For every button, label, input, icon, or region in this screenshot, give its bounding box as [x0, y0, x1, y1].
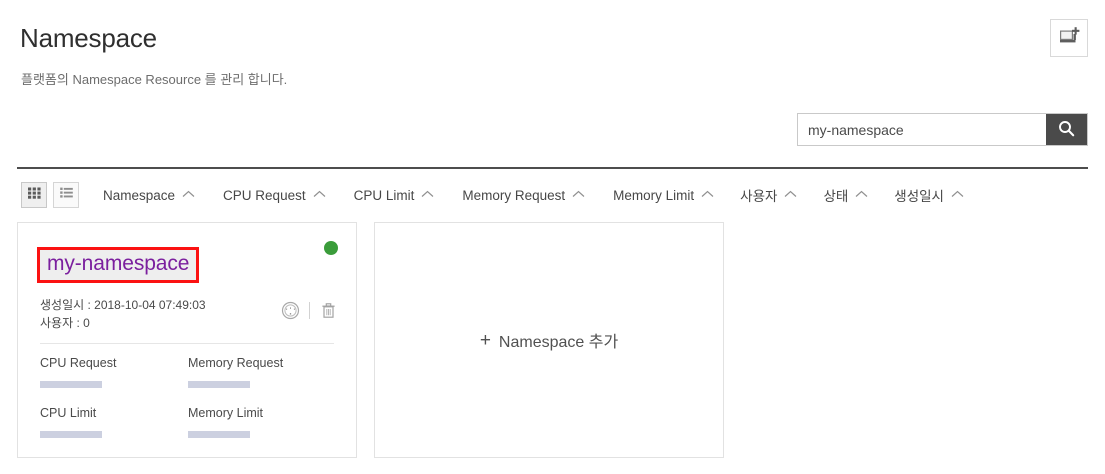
page-title: Namespace — [20, 23, 157, 53]
sort-label: 사용자 — [740, 189, 778, 204]
chevron-up-icon — [421, 190, 434, 201]
sort-memory-limit[interactable]: Memory Limit — [613, 188, 714, 203]
page-subtitle: 플랫폼의 Namespace Resource 를 관리 합니다. — [21, 72, 288, 87]
namespace-card[interactable]: my-namespace 생성일시 : 2018-10-04 07:49:03 … — [17, 222, 357, 458]
sort-label: 생성일시 — [894, 189, 944, 204]
namespace-card-grid: my-namespace 생성일시 : 2018-10-04 07:49:03 … — [17, 222, 724, 458]
metric-memory-request: Memory Request — [188, 356, 336, 388]
chevron-up-icon — [572, 190, 585, 201]
sort-label: Memory Request — [462, 187, 566, 203]
trash-icon[interactable] — [319, 301, 338, 320]
created-at-text: 생성일시 : 2018-10-04 07:49:03 — [40, 298, 206, 312]
list-view-toggle[interactable] — [53, 182, 79, 208]
add-view-button[interactable] — [1050, 19, 1088, 57]
sort-label: CPU Limit — [353, 187, 415, 203]
action-separator — [309, 302, 310, 319]
add-namespace-card[interactable]: + Namespace 추가 — [374, 222, 724, 458]
grid-icon — [27, 185, 42, 205]
metric-cpu-limit: CPU Limit — [40, 406, 188, 438]
sort-created-at[interactable]: 생성일시 — [894, 185, 964, 205]
gauge-icon[interactable] — [281, 301, 300, 320]
search-input[interactable] — [798, 114, 1046, 145]
metric-bar — [188, 381, 250, 388]
metric-bar — [188, 431, 250, 438]
sort-memory-request[interactable]: Memory Request — [462, 188, 585, 203]
sort-label: Namespace — [103, 187, 176, 203]
search-icon — [1058, 120, 1075, 140]
search-bar — [797, 113, 1088, 146]
metric-label: Memory Request — [188, 356, 284, 370]
sort-cpu-limit[interactable]: CPU Limit — [354, 188, 435, 203]
namespace-title-highlight: my-namespace — [37, 247, 200, 283]
sort-cpu-request[interactable]: CPU Request — [223, 188, 326, 203]
status-badge — [324, 241, 338, 255]
metric-label: CPU Request — [40, 356, 117, 370]
add-namespace-label: Namespace 추가 — [498, 334, 619, 351]
sort-status[interactable]: 상태 — [823, 185, 868, 205]
grid-view-toggle[interactable] — [21, 182, 47, 208]
chevron-up-icon — [951, 190, 964, 201]
monitor-plus-icon — [1058, 25, 1080, 52]
plus-icon: + — [479, 329, 491, 351]
metric-label: CPU Limit — [40, 406, 97, 420]
namespace-name-link[interactable]: my-namespace — [47, 252, 190, 275]
add-namespace-label-wrap: + Namespace 추가 — [480, 328, 618, 352]
metric-memory-limit: Memory Limit — [188, 406, 336, 438]
chevron-up-icon — [855, 190, 868, 201]
card-actions — [281, 301, 338, 320]
search-button[interactable] — [1046, 114, 1087, 145]
sort-namespace[interactable]: Namespace — [103, 188, 195, 203]
user-count-text: 사용자 : 0 — [40, 316, 90, 331]
metric-bar — [40, 381, 102, 388]
sort-label: Memory Limit — [613, 187, 695, 203]
list-icon — [59, 185, 74, 205]
resource-metrics: CPU Request Memory Request CPU Limit Mem… — [40, 356, 336, 456]
header-divider — [17, 167, 1088, 169]
chevron-up-icon — [701, 190, 714, 201]
sort-label: CPU Request — [223, 187, 306, 203]
chevron-up-icon — [182, 190, 195, 201]
chevron-up-icon — [784, 190, 797, 201]
metric-cpu-request: CPU Request — [40, 356, 188, 388]
metric-label: Memory Limit — [188, 406, 264, 420]
card-divider — [40, 343, 334, 344]
metric-bar — [40, 431, 102, 438]
chevron-up-icon — [313, 190, 326, 201]
namespace-meta: 생성일시 : 2018-10-04 07:49:03 사용자 : 0 — [40, 296, 206, 332]
toolbar: Namespace CPU Request CPU Limit Memory R… — [21, 182, 964, 208]
sort-label: 상태 — [823, 189, 849, 204]
sort-user[interactable]: 사용자 — [740, 185, 797, 205]
